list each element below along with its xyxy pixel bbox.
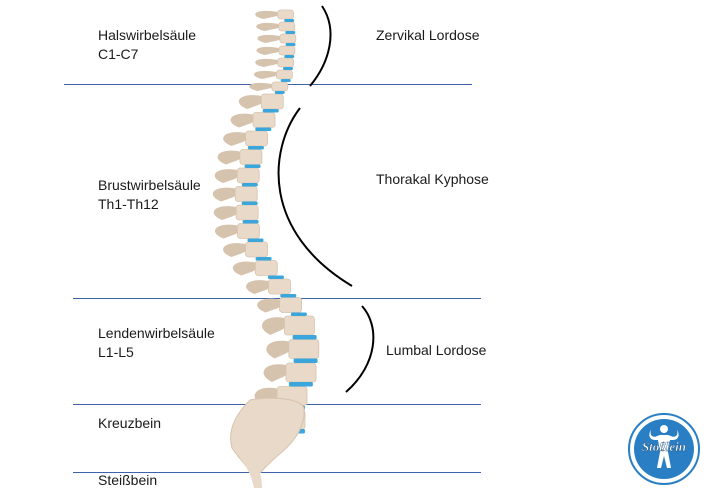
intervertebral-disc bbox=[247, 146, 264, 150]
coccyx-shape bbox=[240, 452, 262, 488]
vertebra-body bbox=[279, 297, 302, 313]
vertebra-process bbox=[213, 206, 237, 220]
intervertebral-disc bbox=[242, 220, 259, 224]
intervertebral-disc bbox=[284, 19, 295, 22]
vertebra-process bbox=[212, 187, 236, 202]
label-lumbar-range: L1-L5 bbox=[98, 344, 134, 360]
vertebra-body bbox=[271, 81, 289, 92]
logo-text: Stoßlein bbox=[642, 439, 686, 454]
label-thoracic-range: Th1-Th12 bbox=[98, 196, 159, 212]
intervertebral-disc bbox=[267, 275, 284, 279]
vertebra-body bbox=[288, 339, 320, 359]
vertebra-process bbox=[263, 364, 286, 382]
intervertebral-disc bbox=[293, 358, 318, 363]
vertebra-body bbox=[275, 69, 293, 80]
vertebra-body bbox=[279, 33, 297, 44]
label-thoracic-name: Brustwirbelsäule bbox=[98, 177, 201, 193]
vertebra-process bbox=[223, 243, 246, 257]
intervertebral-disc bbox=[247, 238, 264, 242]
divider-sacrum-coccyx bbox=[73, 472, 481, 473]
intervertebral-disc bbox=[244, 164, 261, 168]
vertebra-body bbox=[268, 278, 291, 295]
label-cervical-curve: Zervikal Lordose bbox=[376, 27, 480, 43]
vertebra-process bbox=[246, 280, 269, 294]
intervertebral-disc bbox=[274, 91, 285, 94]
vertebra-body bbox=[237, 223, 260, 239]
vertebra-body bbox=[285, 362, 317, 383]
vertebra-process bbox=[249, 82, 272, 91]
vertebra-body bbox=[252, 112, 276, 128]
vertebra-body bbox=[254, 260, 278, 276]
vertebra-process bbox=[255, 10, 278, 19]
stosslein-logo: Stoßlein bbox=[628, 413, 700, 485]
vertebra-process bbox=[266, 340, 289, 359]
vertebra-process bbox=[257, 298, 280, 313]
bracket-cervical-lordose bbox=[309, 5, 332, 87]
intervertebral-disc bbox=[285, 31, 296, 34]
label-coccyx: Steißbein bbox=[98, 472, 158, 488]
bracket-lumbar-lordose bbox=[345, 305, 375, 393]
vertebra-body bbox=[245, 241, 268, 258]
label-cervical-name: Halswirbelsäule bbox=[98, 27, 197, 43]
bodybuilder-icon bbox=[649, 425, 679, 468]
intervertebral-disc bbox=[241, 201, 258, 205]
vertebra-process bbox=[230, 113, 253, 128]
label-lumbar-name: Lendenwirbelsäule bbox=[98, 325, 215, 341]
intervertebral-disc bbox=[283, 67, 293, 70]
vertebra-process bbox=[256, 46, 279, 55]
vertebra-process bbox=[256, 22, 279, 31]
intervertebral-disc bbox=[262, 109, 279, 113]
label-lumbar-curve: Lumbal Lordose bbox=[386, 342, 487, 358]
divider-thoracic-lumbar bbox=[73, 298, 481, 299]
label-cervical: Halswirbelsäule C1-C7 bbox=[98, 26, 196, 64]
intervertebral-disc bbox=[255, 257, 272, 261]
bracket-thoracic-kyphose bbox=[277, 107, 353, 287]
intervertebral-disc bbox=[288, 382, 313, 387]
label-thoracic-curve: Thorakal Kyphose bbox=[376, 171, 489, 187]
label-cervical-range: C1-C7 bbox=[98, 46, 139, 62]
intervertebral-disc bbox=[285, 43, 296, 46]
vertebra-process bbox=[214, 169, 238, 183]
vertebra-process bbox=[215, 224, 238, 239]
vertebra-body bbox=[278, 45, 296, 56]
vertebra-process bbox=[255, 58, 278, 67]
vertebra-body bbox=[236, 167, 260, 184]
intervertebral-disc bbox=[280, 79, 291, 82]
intervertebral-disc bbox=[292, 335, 317, 340]
vertebra-process bbox=[217, 150, 240, 165]
vertebra-process bbox=[232, 261, 256, 276]
intervertebral-disc bbox=[290, 312, 307, 316]
vertebra-process bbox=[261, 317, 285, 335]
vertebra-process bbox=[257, 34, 280, 43]
sacrum-shape bbox=[230, 397, 305, 479]
label-lumbar: Lendenwirbelsäule L1-L5 bbox=[98, 324, 215, 362]
label-sacrum: Kreuzbein bbox=[98, 415, 162, 431]
vertebra-body bbox=[239, 149, 263, 165]
label-thoracic: Brustwirbelsäule Th1-Th12 bbox=[98, 176, 201, 214]
intervertebral-disc bbox=[241, 183, 258, 187]
vertebra-body bbox=[235, 204, 259, 221]
vertebra-process bbox=[238, 95, 262, 109]
vertebra-body bbox=[260, 93, 284, 110]
vertebra-body bbox=[284, 315, 315, 336]
vertebra-body bbox=[245, 130, 269, 147]
vertebra-body bbox=[277, 9, 295, 20]
vertebrae-group bbox=[212, 9, 320, 430]
vertebra-process bbox=[223, 132, 246, 146]
intervertebral-disc bbox=[255, 127, 272, 131]
vertebra-body bbox=[277, 57, 295, 68]
intervertebral-disc bbox=[280, 294, 297, 298]
intervertebral-disc bbox=[284, 55, 295, 58]
vertebra-body bbox=[234, 186, 258, 202]
vertebra-body bbox=[278, 21, 296, 32]
vertebra-process bbox=[253, 70, 277, 79]
